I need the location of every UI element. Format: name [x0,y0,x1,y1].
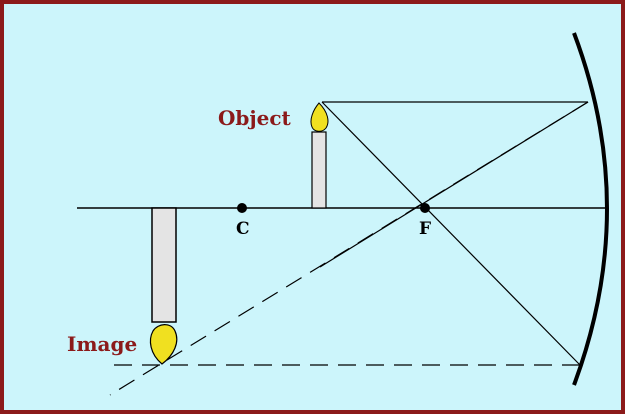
image-candle [151,207,177,323]
label-object: Object [218,106,292,130]
label-f: F [419,219,431,239]
focal-point [420,203,430,213]
concave-mirror [572,32,609,386]
object-flame [310,102,329,132]
label-image: Image [67,332,137,356]
image-flame [149,324,178,365]
ray-focal-incident [321,101,581,366]
object-candle [311,131,327,209]
center-of-curvature-point [237,203,247,213]
label-c: C [236,219,250,239]
ray-parallel-reflected-solid [319,101,589,268]
